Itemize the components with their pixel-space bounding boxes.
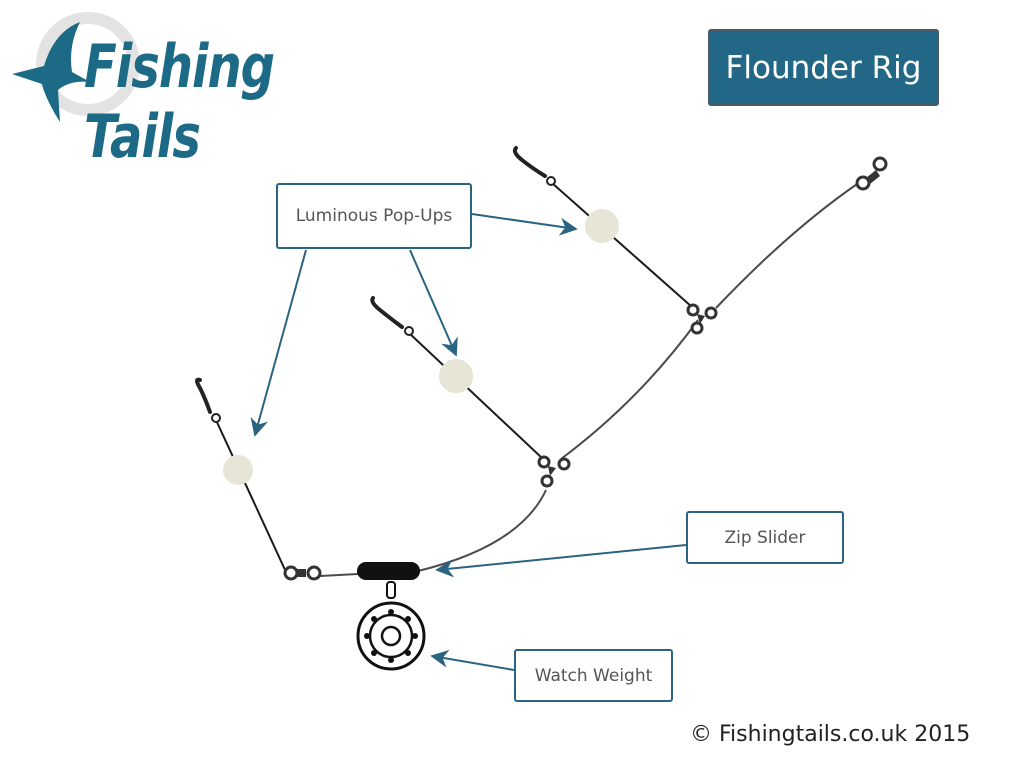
hook-icon	[370, 296, 414, 336]
brand-logo: Fishing Tails	[10, 12, 350, 172]
main-line	[319, 181, 861, 577]
snood-upper	[551, 182, 693, 308]
bead-icon	[223, 455, 253, 485]
logo-text: Fishing Tails	[84, 32, 275, 172]
diagram-title: Flounder Rig	[708, 29, 939, 106]
hook-icon	[195, 377, 221, 423]
label-luminous-pop-ups: Luminous Pop-Ups	[276, 183, 472, 249]
swivel-icon	[537, 455, 571, 488]
swivel-icon	[283, 565, 322, 581]
zip-slider-icon	[357, 562, 420, 580]
snood-middle	[408, 332, 543, 459]
snood-lower	[215, 419, 287, 573]
watch-weight-icon	[356, 581, 426, 671]
swivel-icon	[686, 303, 718, 335]
label-watch-weight: Watch Weight	[514, 649, 673, 702]
bead-icon	[585, 209, 619, 243]
arrow-icon	[250, 213, 687, 671]
label-zip-slider: Zip Slider	[686, 511, 844, 564]
bead-icon	[439, 359, 473, 393]
shark-fin-icon	[12, 12, 140, 122]
swivel-icon	[855, 156, 888, 191]
copyright-notice: © Fishingtails.co.uk 2015	[690, 722, 971, 747]
hook-icon	[512, 146, 556, 186]
